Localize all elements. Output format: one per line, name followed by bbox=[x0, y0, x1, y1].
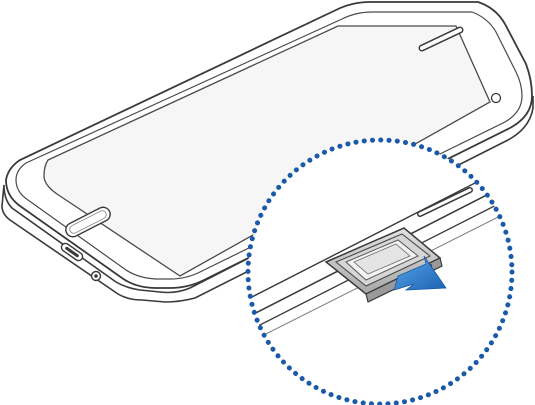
phone-screen bbox=[43, 25, 491, 277]
front-camera-icon bbox=[490, 92, 502, 104]
callout-circle bbox=[245, 137, 515, 405]
callout-magnified-view bbox=[248, 140, 512, 404]
arrow-icon bbox=[393, 255, 447, 291]
speaker-grille-icon bbox=[418, 26, 464, 52]
home-button-icon[interactable] bbox=[63, 205, 112, 239]
usb-port-icon bbox=[60, 242, 84, 262]
